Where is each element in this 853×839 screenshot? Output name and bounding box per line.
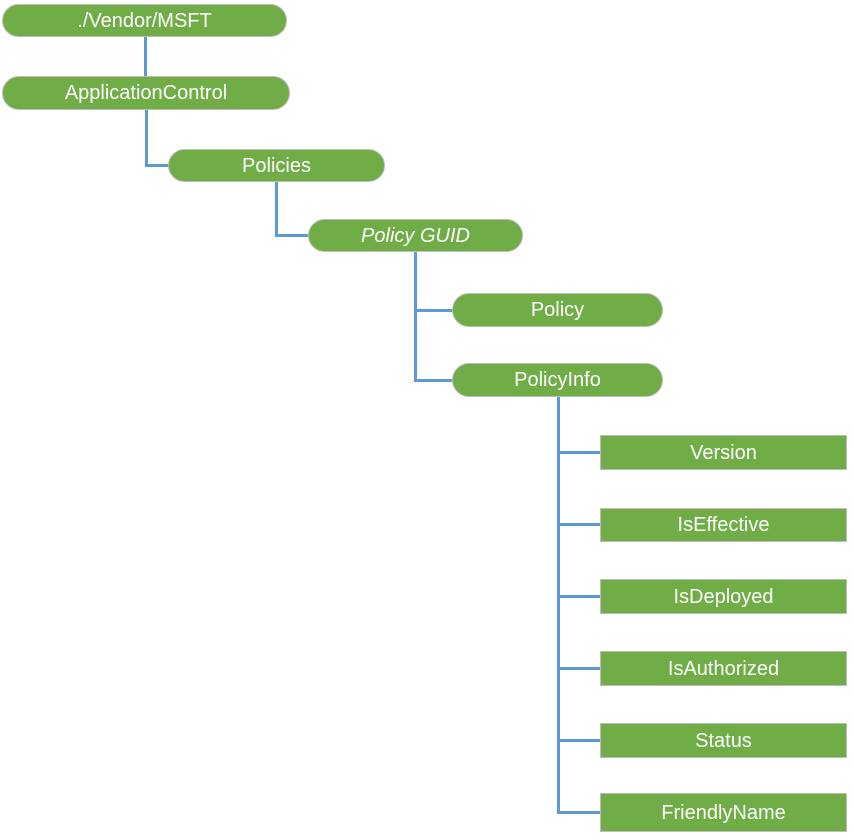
node-policy: Policy [452,293,663,327]
connector-applicationcontrol-to-policies-horizontal [145,164,169,167]
connector-policyinfo-to-version [557,451,601,454]
node-policy-info: PolicyInfo [452,363,663,397]
connector-policies-to-policyguid-vertical [275,182,278,237]
node-is-authorized: IsAuthorized [600,651,847,686]
connector-policyinfo-to-isauthorized [557,667,601,670]
connector-policyguid-to-policyinfo [414,379,453,382]
connector-policyinfo-to-status [557,739,601,742]
connector-policyguid-to-policy [414,309,453,312]
connector-policies-to-policyguid-horizontal [275,234,309,237]
node-policies: Policies [168,149,385,182]
node-policy-guid: Policy GUID [308,219,523,252]
node-application-control: ApplicationControl [2,76,290,110]
connector-policyinfo-trunk [557,397,560,814]
node-version: Version [600,435,847,470]
node-friendly-name: FriendlyName [600,793,847,832]
node-vendor-msft: ./Vendor/MSFT [2,4,287,37]
node-is-effective: IsEffective [600,508,847,542]
connector-policyinfo-to-isdeployed [557,595,601,598]
connector-policyinfo-to-iseffective [557,523,601,526]
node-status: Status [600,723,847,758]
connector-applicationcontrol-to-policies-vertical [145,110,148,167]
connector-policyinfo-to-friendlyname [557,811,601,814]
node-is-deployed: IsDeployed [600,579,847,614]
connector-vendor-to-applicationcontrol [144,37,147,77]
connector-policyguid-trunk [414,252,417,382]
